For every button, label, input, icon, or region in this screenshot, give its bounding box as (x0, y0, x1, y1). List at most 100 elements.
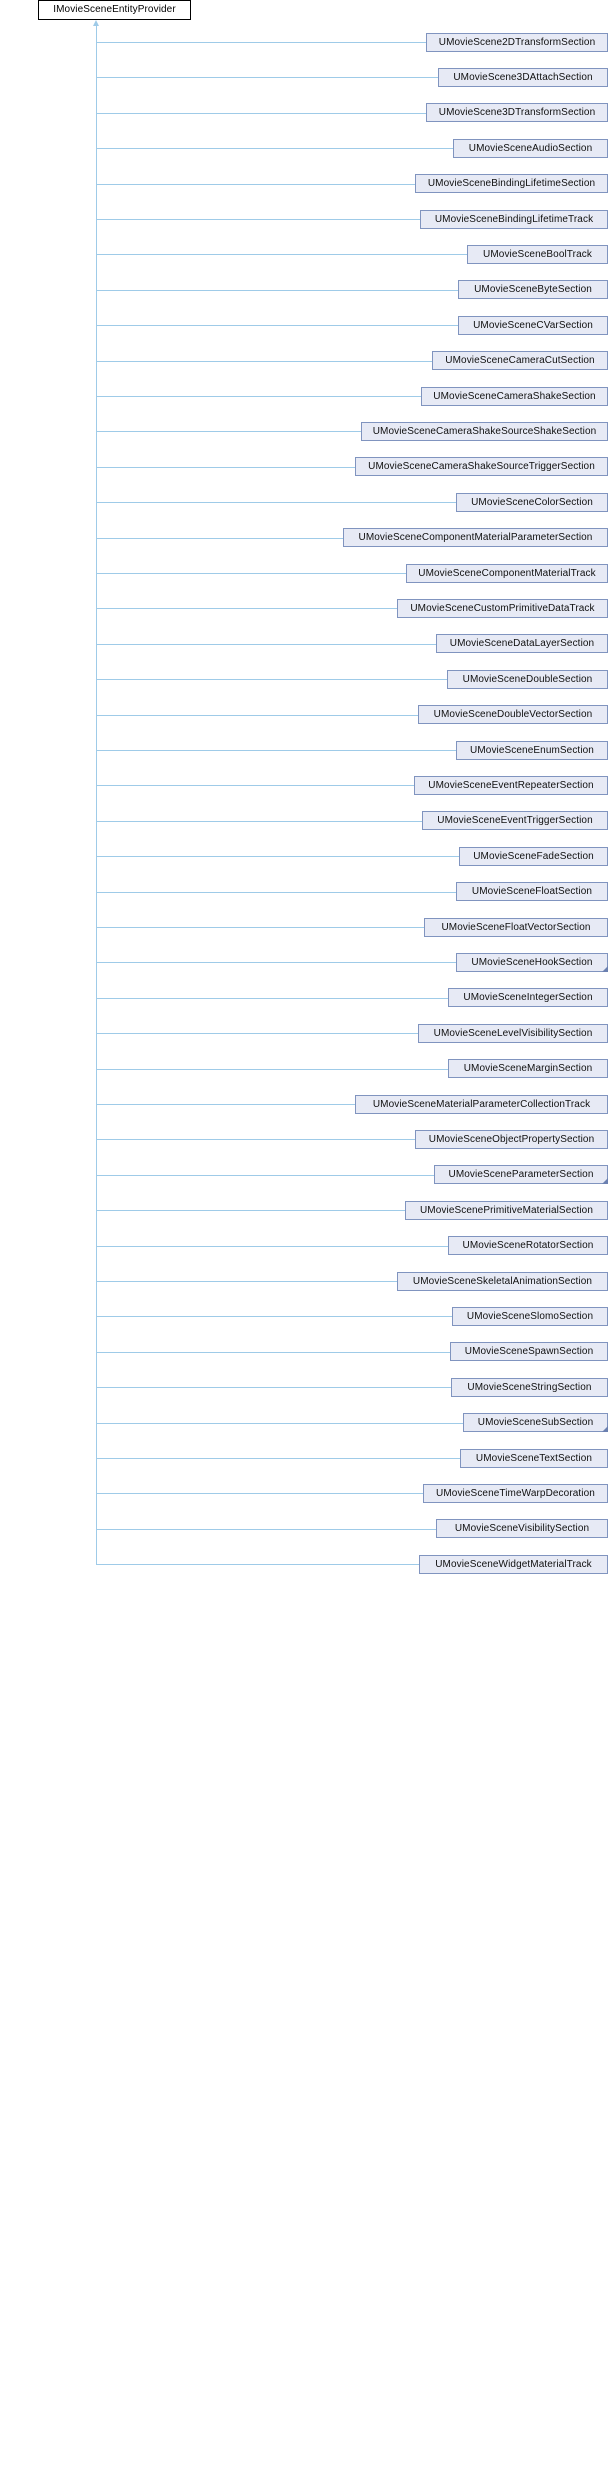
derived-class-node[interactable]: UMovieSceneObjectPropertySection (415, 1130, 608, 1149)
derived-class-node[interactable]: UMovieSceneEventRepeaterSection (414, 776, 608, 795)
derived-class-node[interactable]: UMovieScenePrimitiveMaterialSection (405, 1201, 608, 1220)
inheritance-edge (96, 431, 361, 432)
derived-class-label: UMovieSceneEventTriggerSection (437, 814, 593, 826)
derived-class-node[interactable]: UMovieSceneComponentMaterialParameterSec… (343, 528, 608, 547)
derived-class-label: UMovieSceneLevelVisibilitySection (433, 1027, 593, 1039)
inheritance-edge (96, 998, 448, 999)
inheritance-edge (96, 42, 426, 43)
derived-class-node[interactable]: UMovieSceneMarginSection (448, 1059, 608, 1078)
inheritance-edge (96, 785, 414, 786)
derived-class-label: UMovieScene3DTransformSection (438, 106, 596, 118)
derived-class-node[interactable]: UMovieScene3DTransformSection (426, 103, 608, 122)
derived-class-node[interactable]: UMovieSceneComponentMaterialTrack (406, 564, 608, 583)
derived-class-node[interactable]: UMovieSceneByteSection (458, 280, 608, 299)
inheritance-edge (96, 1246, 448, 1247)
derived-class-node[interactable]: UMovieSceneCustomPrimitiveDataTrack (397, 599, 608, 618)
derived-class-node[interactable]: UMovieSceneCVarSection (458, 316, 608, 335)
derived-class-label: UMovieSceneComponentMaterialTrack (418, 567, 596, 579)
derived-class-label: UMovieScene2DTransformSection (438, 36, 596, 48)
derived-class-node[interactable]: UMovieSceneBindingLifetimeTrack (420, 210, 608, 229)
derived-class-label: UMovieSceneCameraShakeSourceShakeSection (372, 425, 597, 437)
derived-class-label: UMovieSceneMaterialParameterCollectionTr… (372, 1098, 591, 1110)
derived-class-node[interactable]: UMovieSceneColorSection (456, 493, 608, 512)
inheritance-edge (96, 361, 432, 362)
derived-class-label: UMovieSceneSubSection (477, 1416, 594, 1428)
trunk-edge (96, 25, 97, 1565)
derived-class-label: UMovieSceneCameraShakeSection (433, 390, 596, 402)
derived-class-node[interactable]: UMovieScene2DTransformSection (426, 33, 608, 52)
derived-class-node[interactable]: UMovieSceneSubSection (463, 1413, 608, 1432)
inheritance-edge (96, 467, 355, 468)
derived-class-node[interactable]: UMovieSceneDoubleSection (447, 670, 608, 689)
inheritance-edge (96, 573, 406, 574)
derived-class-node[interactable]: UMovieSceneCameraShakeSourceTriggerSecti… (355, 457, 608, 476)
derived-class-node[interactable]: UMovieSceneDoubleVectorSection (418, 705, 608, 724)
derived-class-label: UMovieSceneTextSection (475, 1452, 593, 1464)
derived-class-label: UMovieSceneRotatorSection (462, 1239, 594, 1251)
derived-class-node[interactable]: UMovieSceneLevelVisibilitySection (418, 1024, 608, 1043)
derived-class-node[interactable]: UMovieSceneEnumSection (456, 741, 608, 760)
inheritance-edge (96, 1104, 355, 1105)
derived-class-node[interactable]: UMovieSceneCameraCutSection (432, 351, 608, 370)
derived-class-node[interactable]: UMovieSceneIntegerSection (448, 988, 608, 1007)
derived-class-label: UMovieSceneHookSection (471, 956, 593, 968)
derived-class-node[interactable]: UMovieSceneBindingLifetimeSection (415, 174, 608, 193)
inheritance-edge (96, 892, 456, 893)
inheritance-arrow-icon (93, 20, 99, 26)
derived-class-node[interactable]: UMovieSceneSlomoSection (452, 1307, 608, 1326)
derived-class-label: UMovieSceneObjectPropertySection (428, 1133, 595, 1145)
derived-class-node[interactable]: UMovieSceneVisibilitySection (436, 1519, 608, 1538)
derived-class-node[interactable]: UMovieSceneTimeWarpDecoration (423, 1484, 608, 1503)
inheritance-edge (96, 679, 447, 680)
derived-class-node[interactable]: UMovieSceneWidgetMaterialTrack (419, 1555, 608, 1574)
inheritance-edge (96, 396, 421, 397)
inheritance-edge (96, 1175, 434, 1176)
derived-class-node[interactable]: UMovieSceneCameraShakeSourceShakeSection (361, 422, 608, 441)
derived-class-node[interactable]: UMovieSceneFadeSection (459, 847, 608, 866)
derived-class-node[interactable]: UMovieSceneParameterSection (434, 1165, 608, 1184)
derived-class-label: UMovieSceneBindingLifetimeSection (427, 177, 596, 189)
derived-class-label: UMovieSceneWidgetMaterialTrack (435, 1558, 592, 1570)
inheritance-edge (96, 1387, 451, 1388)
derived-class-node[interactable]: UMovieScene3DAttachSection (438, 68, 608, 87)
inheritance-edge (96, 113, 426, 114)
derived-class-node[interactable]: UMovieSceneTextSection (460, 1449, 608, 1468)
root-class-node[interactable]: IMovieSceneEntityProvider (38, 0, 191, 20)
derived-class-label: UMovieSceneComponentMaterialParameterSec… (358, 531, 593, 543)
derived-class-node[interactable]: UMovieSceneRotatorSection (448, 1236, 608, 1255)
inheritance-edge (96, 502, 456, 503)
derived-class-label: UMovieSceneEventRepeaterSection (428, 779, 594, 791)
derived-class-node[interactable]: UMovieSceneFloatVectorSection (424, 918, 608, 937)
derived-class-node[interactable]: UMovieSceneHookSection (456, 953, 608, 972)
inheritance-edge (96, 1139, 415, 1140)
derived-class-node[interactable]: UMovieSceneBoolTrack (467, 245, 608, 264)
derived-class-label: UMovieScenePrimitiveMaterialSection (419, 1204, 593, 1216)
derived-class-label: UMovieSceneEnumSection (470, 744, 594, 756)
derived-class-label: UMovieSceneVisibilitySection (454, 1522, 590, 1534)
derived-class-node[interactable]: UMovieSceneSpawnSection (450, 1342, 608, 1361)
derived-class-node[interactable]: UMovieSceneStringSection (451, 1378, 608, 1397)
derived-class-label: UMovieSceneAudioSection (468, 142, 593, 154)
derived-class-label: UMovieSceneFloatVectorSection (441, 921, 591, 933)
inheritance-edge (96, 962, 456, 963)
derived-class-node[interactable]: UMovieSceneFloatSection (456, 882, 608, 901)
inheritance-edge (96, 1316, 452, 1317)
derived-class-label: UMovieSceneFadeSection (473, 850, 594, 862)
derived-class-node[interactable]: UMovieSceneDataLayerSection (436, 634, 608, 653)
derived-class-label: UMovieSceneSlomoSection (466, 1310, 594, 1322)
derived-class-label: UMovieSceneCVarSection (473, 319, 593, 331)
inheritance-edge (96, 856, 459, 857)
derived-class-node[interactable]: UMovieSceneEventTriggerSection (422, 811, 608, 830)
derived-class-node[interactable]: UMovieSceneCameraShakeSection (421, 387, 608, 406)
inheritance-edge (96, 184, 415, 185)
inheritance-edge (96, 1069, 448, 1070)
derived-class-node[interactable]: UMovieSceneMaterialParameterCollectionTr… (355, 1095, 608, 1114)
inheritance-edge (96, 254, 467, 255)
inheritance-edge (96, 1423, 463, 1424)
derived-class-node[interactable]: UMovieSceneAudioSection (453, 139, 608, 158)
inheritance-edge (96, 927, 424, 928)
derived-class-node[interactable]: UMovieSceneSkeletalAnimationSection (397, 1272, 608, 1291)
inheritance-edge (96, 644, 436, 645)
derived-class-label: UMovieSceneFloatSection (471, 885, 593, 897)
inheritance-edge (96, 1033, 418, 1034)
